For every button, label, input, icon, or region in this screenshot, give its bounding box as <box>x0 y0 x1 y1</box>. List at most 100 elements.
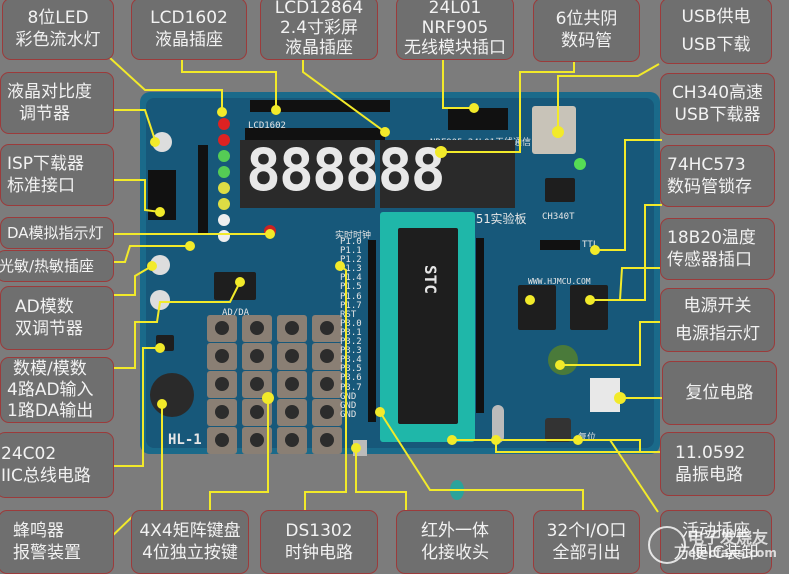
callout-power: 电源开关 电源指示灯 <box>660 288 775 352</box>
callout-lcd1602: LCD1602 液晶插座 <box>131 0 247 60</box>
key-19[interactable] <box>277 427 307 454</box>
key-1[interactable] <box>207 315 237 342</box>
callout-line: 传感器插口 <box>667 250 752 270</box>
lcd1602-silk: LCD1602 <box>248 121 286 131</box>
led-6 <box>218 198 230 210</box>
io-header-left <box>368 240 376 422</box>
website-silk: WWW.HJMCU.COM <box>528 277 591 286</box>
callout-line: DA模拟指示灯 <box>7 224 104 242</box>
callout-line: 74HC573 <box>667 155 746 175</box>
realtime-silk: 实时时钟 <box>335 231 372 241</box>
ch340-chip <box>545 178 575 202</box>
ttl-header <box>540 240 580 250</box>
callout-line: USB供电 <box>681 7 751 27</box>
key-5[interactable] <box>207 343 237 370</box>
callout-line: 液晶插座 <box>285 38 353 58</box>
callout-line: 4位独立按键 <box>142 543 238 563</box>
key-8[interactable] <box>312 343 342 370</box>
mcu-chip <box>398 228 458 424</box>
led-7 <box>218 214 230 226</box>
key-17[interactable] <box>207 427 237 454</box>
watermark-text: 电子发烧友 <box>688 528 769 547</box>
callout-line: 2.4寸彩屏 <box>279 18 359 38</box>
latch-chip-2 <box>570 285 608 330</box>
wireless-header <box>448 108 508 130</box>
callout-line: 液晶对比度 <box>7 82 92 102</box>
key-15[interactable] <box>277 399 307 426</box>
key-6[interactable] <box>242 343 272 370</box>
callout-line: 蜂鸣器 <box>13 521 64 541</box>
key-12[interactable] <box>312 371 342 398</box>
key-3[interactable] <box>277 315 307 342</box>
led-1 <box>218 118 230 130</box>
callout-led-flow: 8位LED 彩色流水灯 <box>2 0 114 60</box>
callout-line: USB下载 <box>681 35 751 55</box>
callout-ds18b20: 18B20温度 传感器插口 <box>660 218 775 280</box>
callout-line: 复位电路 <box>685 383 754 403</box>
callout-lcd12864: LCD12864 2.4寸彩屏 液晶插座 <box>260 0 378 60</box>
reset-button[interactable] <box>545 418 571 442</box>
callout-line: CH340高速 <box>671 83 764 103</box>
ttl-silk: TTL <box>582 240 599 250</box>
key-20[interactable] <box>312 427 342 454</box>
callout-line: 时钟电路 <box>285 543 353 563</box>
callout-reset: 复位电路 <box>662 361 777 425</box>
callout-ir: 红外一体 化接收头 <box>396 510 514 574</box>
callout-line: 双调节器 <box>15 319 83 339</box>
led-2 <box>218 134 230 146</box>
callout-line: 无线模块插口 <box>404 38 506 58</box>
callout-line: 彩色流水灯 <box>15 30 101 50</box>
board-model: HL-1 <box>168 432 202 448</box>
key-11[interactable] <box>277 371 307 398</box>
led-5 <box>218 182 230 194</box>
callout-zif: 活动插座 方便IC装卸 <box>660 510 772 574</box>
callout-line: 24C02 <box>1 444 57 464</box>
ch340-silk: CH340T <box>542 212 575 222</box>
callout-line: 电源开关 <box>683 296 752 316</box>
callout-line: 红外一体 <box>421 521 489 541</box>
callout-line: 化接收头 <box>421 543 489 563</box>
watermark-logo-icon <box>648 526 686 564</box>
adda-chip <box>214 272 256 300</box>
buzzer <box>150 373 194 417</box>
callout-crystal: 11.0592 晶振电路 <box>660 432 775 496</box>
key-16[interactable] <box>312 399 342 426</box>
led-4 <box>218 166 230 178</box>
callout-line: USB下载器 <box>674 105 761 125</box>
callout-line: 32个I/O口 <box>546 521 627 541</box>
callout-line: 4路AD输入 <box>7 379 94 400</box>
callout-line: 电源指示灯 <box>675 324 760 344</box>
callout-line: 24L01 <box>428 0 482 18</box>
callout-line: 11.0592 <box>675 443 746 463</box>
callout-line: 全部引出 <box>552 543 621 563</box>
callout-da-indicator: DA模拟指示灯 <box>0 217 114 249</box>
ad-pot-2[interactable] <box>150 290 170 310</box>
seven-segment-digits: 888888 <box>246 136 446 204</box>
key-4[interactable] <box>312 315 342 342</box>
key-13[interactable] <box>207 399 237 426</box>
lcd-contrast-strip <box>198 145 208 235</box>
callout-line: LCD12864 <box>274 0 364 18</box>
key-2[interactable] <box>242 315 272 342</box>
key-7[interactable] <box>277 343 307 370</box>
lcd12864-header <box>245 128 385 140</box>
callout-io: 32个I/O口 全部引出 <box>533 510 640 574</box>
callout-line: 光敏/热敏插座 <box>0 257 95 275</box>
callout-keypad: 4X4矩阵键盘 4位独立按键 <box>131 510 249 574</box>
callout-line: DS1302 <box>285 521 353 541</box>
callout-line: 标准接口 <box>7 176 75 196</box>
led-3 <box>218 150 230 162</box>
callout-line: 数码管 <box>561 31 612 51</box>
callout-line: AD模数 <box>15 297 74 317</box>
latch-chip-1 <box>518 285 556 330</box>
reset-silk: 复位 <box>578 433 597 443</box>
callout-line: NRF905 <box>421 18 489 38</box>
key-9[interactable] <box>207 371 237 398</box>
power-led <box>574 158 586 170</box>
callout-photo-thermal: 光敏/热敏插座 <box>0 250 114 282</box>
callout-line: 数码管锁存 <box>667 177 752 197</box>
contrast-pot[interactable] <box>152 132 172 152</box>
adda-silk: AD/DA <box>222 308 250 318</box>
callout-line: 1路DA输出 <box>7 400 94 421</box>
callout-line: LCD1602 <box>150 8 228 28</box>
